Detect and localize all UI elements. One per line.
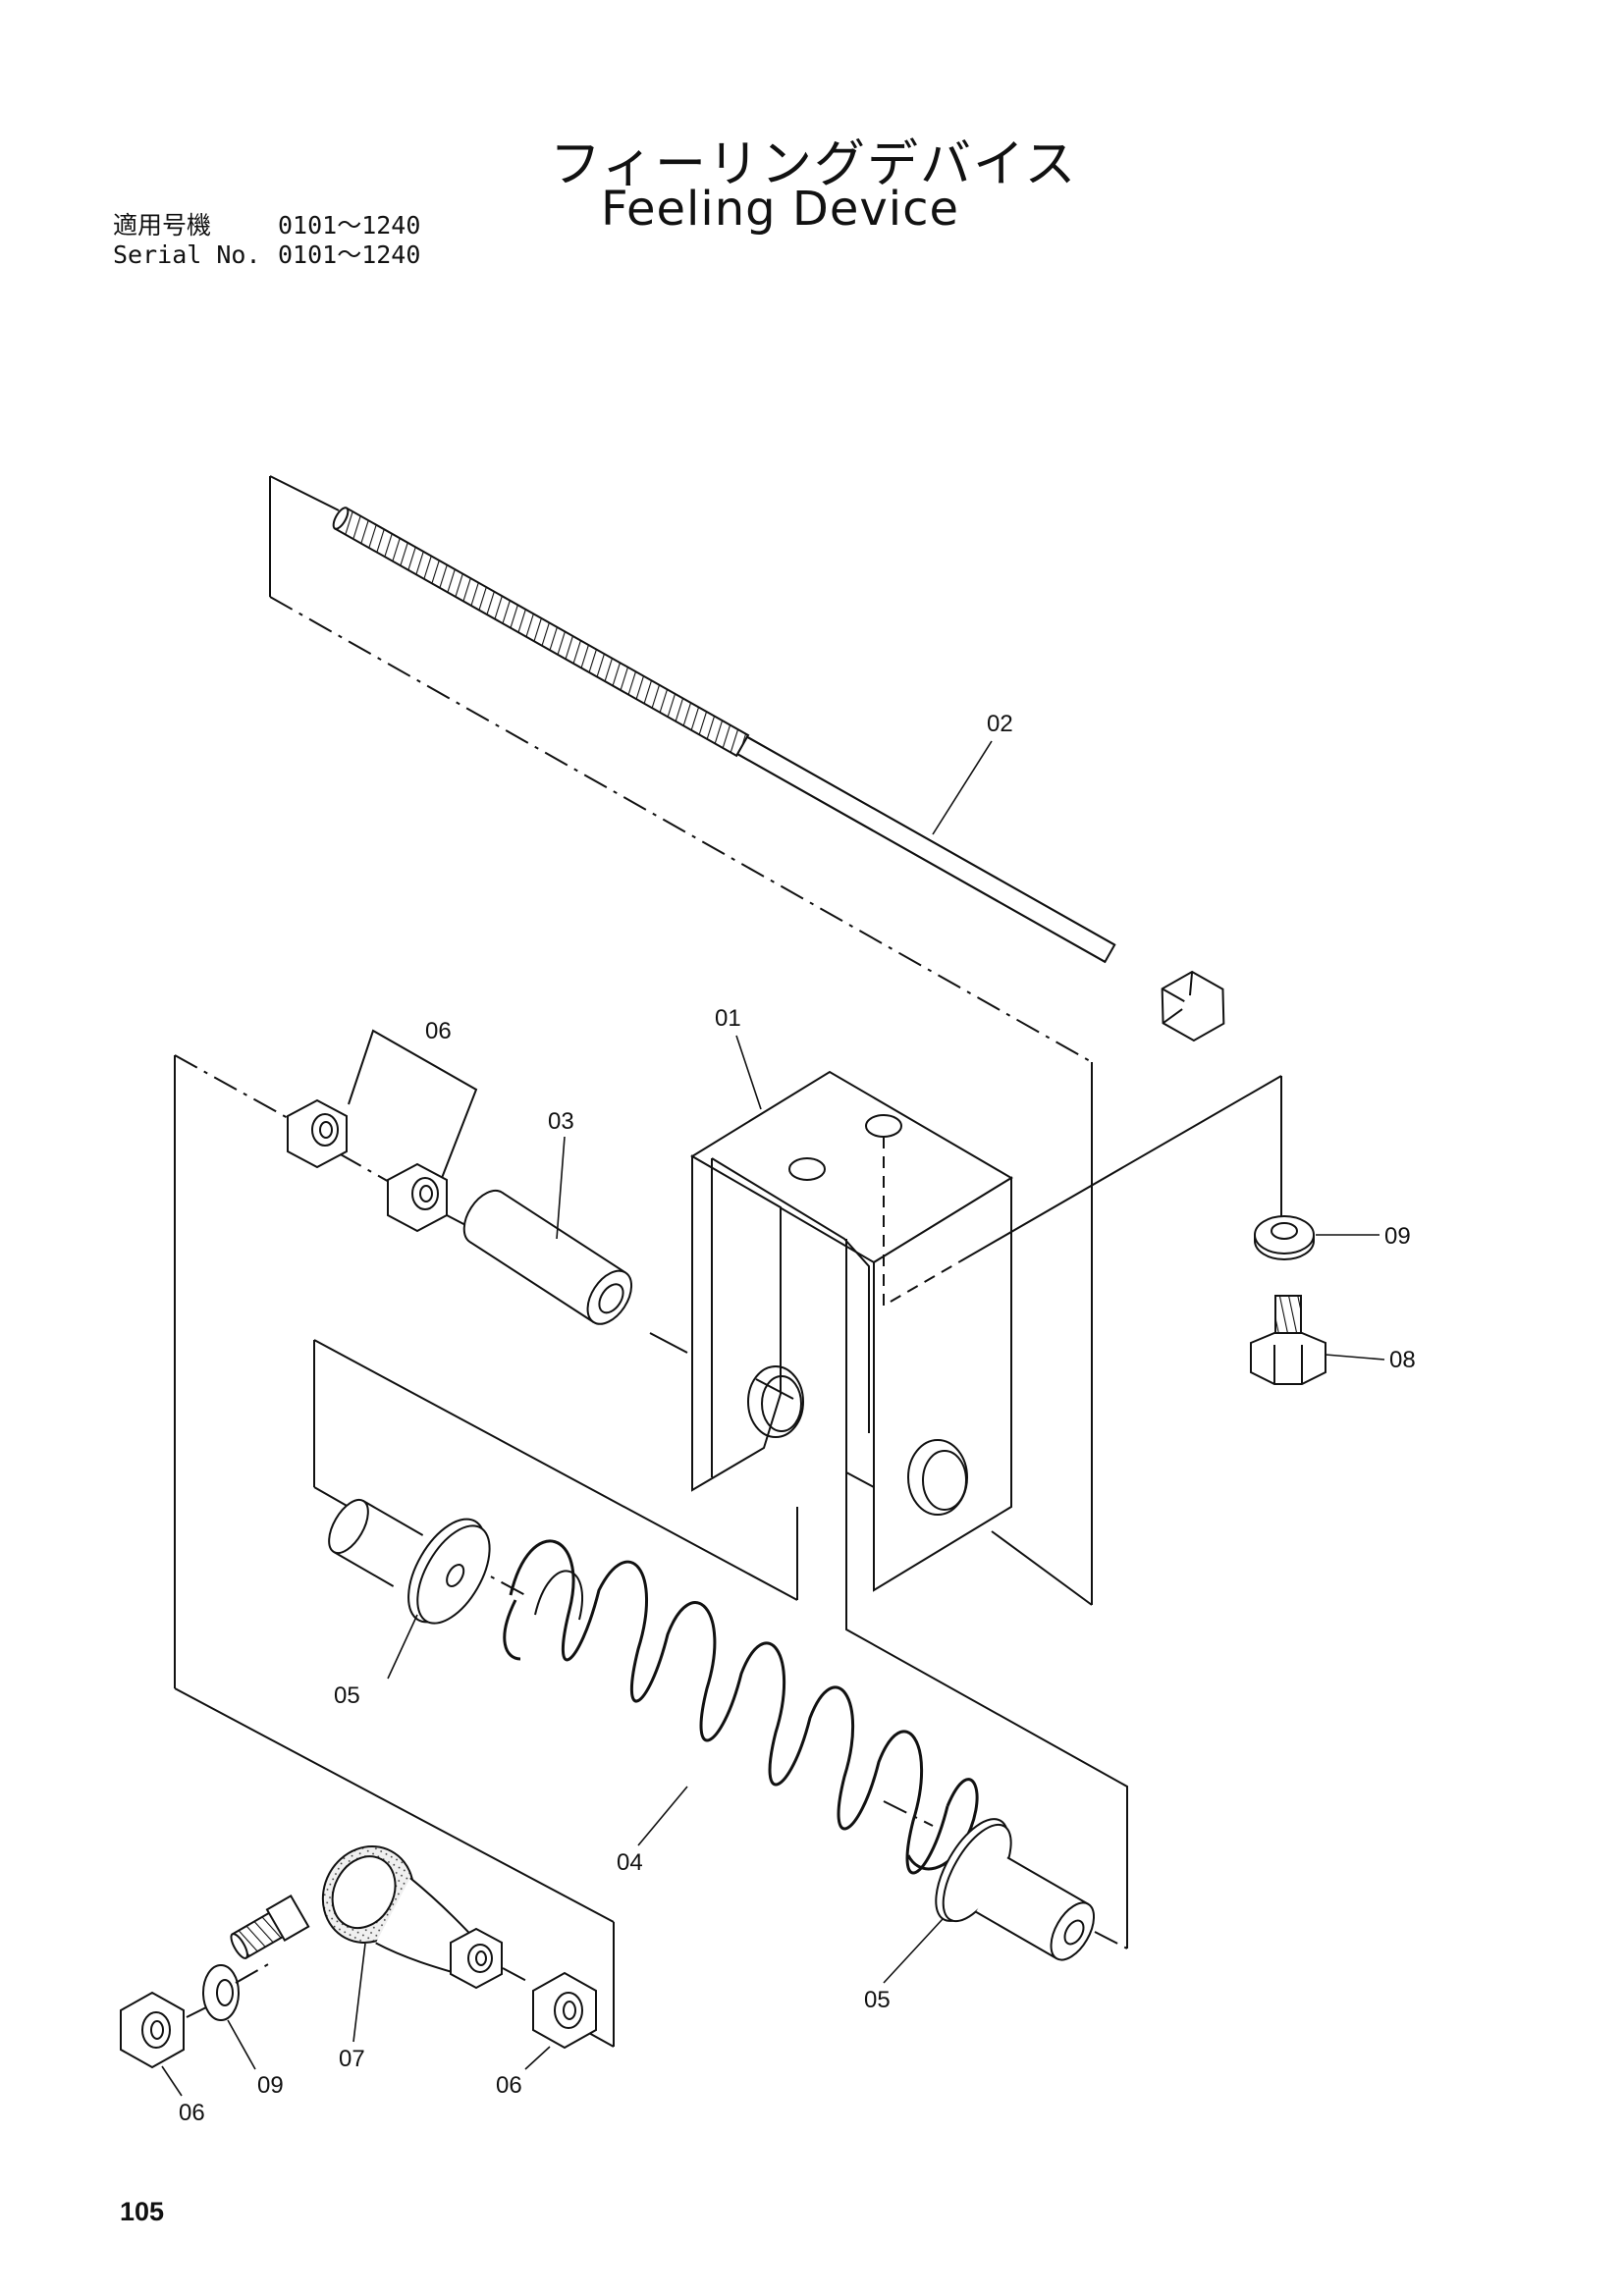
serial-jp-label: 適用号機 bbox=[113, 211, 212, 240]
callout-06-lower-right: 06 bbox=[496, 2072, 522, 2099]
callout-05-right: 05 bbox=[864, 1987, 891, 2013]
callout-06-lower-left: 06 bbox=[179, 2100, 205, 2126]
serial-en-range: 0101～1240 bbox=[278, 240, 421, 269]
assembly-lines-bolt bbox=[269, 475, 1093, 1606]
part-08-bolt-right bbox=[1250, 1295, 1326, 1385]
leader-lines bbox=[161, 740, 1385, 2097]
title-japanese: フィーリングデバイス bbox=[550, 135, 1078, 194]
title-english: Feeling Device bbox=[601, 182, 960, 237]
callout-05-left: 05 bbox=[334, 1682, 360, 1709]
serial-en-label: Serial No. bbox=[113, 240, 261, 269]
part-01-bracket bbox=[690, 1070, 1282, 1592]
callout-02: 02 bbox=[987, 711, 1013, 737]
part-09-washer-right bbox=[1254, 1215, 1315, 1260]
callout-09-right: 09 bbox=[1384, 1223, 1411, 1250]
assembly-lines-spring bbox=[313, 1339, 1128, 1949]
callout-08: 08 bbox=[1389, 1347, 1416, 1373]
callout-06-upper: 06 bbox=[425, 1018, 452, 1044]
serial-jp-range: 0101～1240 bbox=[278, 211, 421, 240]
part-05-spring-seat-right bbox=[935, 1818, 1096, 1961]
page-number: 105 bbox=[120, 2197, 165, 2226]
part-06-nut-upper-b bbox=[387, 1162, 448, 1233]
callout-01: 01 bbox=[715, 1005, 741, 1032]
part-03-collar bbox=[462, 1189, 633, 1325]
callout-09-lower: 09 bbox=[257, 2072, 284, 2099]
serial-jp-line: 適用号機 0101～1240 bbox=[113, 206, 420, 241]
callout-04: 04 bbox=[617, 1849, 643, 1876]
part-09-washer-lower bbox=[202, 1964, 240, 2021]
serial-en-line: Serial No. 0101～1240 bbox=[113, 236, 420, 271]
part-06-nut-lower-left bbox=[120, 1991, 185, 2069]
part-06-nut-rod-end bbox=[450, 1927, 503, 1990]
part-06-nut-lower-right bbox=[532, 1971, 597, 2050]
part-04-spring bbox=[503, 1539, 979, 1875]
callout-07: 07 bbox=[339, 2046, 365, 2072]
part-02-long-bolt bbox=[332, 507, 1225, 1042]
part-05-spring-seat-left bbox=[328, 1498, 491, 1625]
part-06-nut-upper-a bbox=[287, 1098, 348, 1169]
callout-03: 03 bbox=[548, 1108, 574, 1135]
